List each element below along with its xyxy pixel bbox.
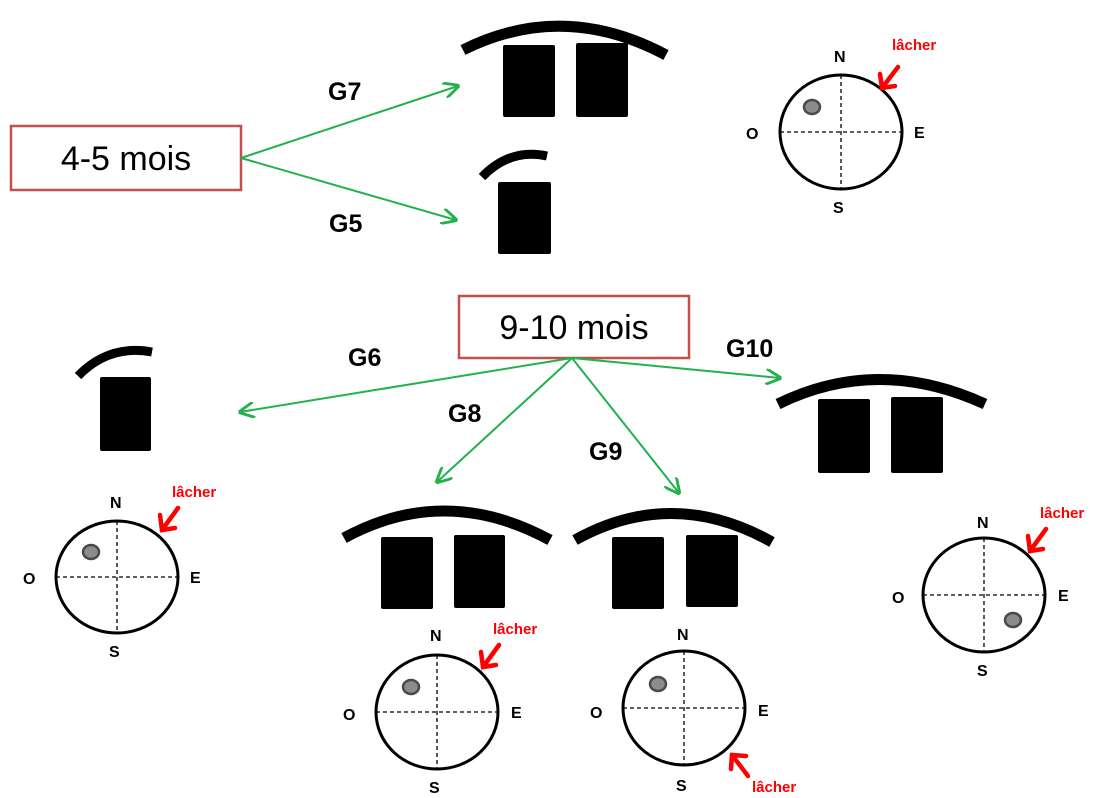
double-block-icon <box>341 505 553 609</box>
compass-icon: N E S O lâcher <box>23 484 216 661</box>
compass-east-label: E <box>190 570 201 587</box>
group-label-g9: G9 <box>589 438 622 466</box>
arrow-to-g6 <box>240 357 573 412</box>
arrow-to-g7 <box>240 86 458 159</box>
red-arrow-icon <box>728 752 751 779</box>
red-arrow-icon <box>877 64 901 91</box>
compass-north-label: N <box>834 49 846 66</box>
compass-south-label: S <box>676 778 687 795</box>
group-label-g6: G6 <box>348 344 381 372</box>
compass-east-label: E <box>1058 588 1069 605</box>
compass-icon: N E S O lâcher <box>590 627 796 796</box>
compass-south-label: S <box>833 200 844 217</box>
compass-east-label: E <box>758 703 769 720</box>
compass-east-label: E <box>511 705 522 722</box>
single-block-icon <box>478 149 551 254</box>
ball-icon <box>648 675 668 693</box>
arrows <box>240 86 780 493</box>
compass-icon: N E S O lâcher <box>343 621 537 797</box>
arrow-to-g8 <box>437 357 573 482</box>
arrow-to-g5 <box>240 157 456 220</box>
group-label-g5: G5 <box>329 210 362 238</box>
red-arrow-icon <box>157 505 181 533</box>
age-box-4-5: 4-5 mois <box>9 124 243 192</box>
double-block-icon <box>460 20 669 117</box>
compass-west-label: O <box>892 590 904 607</box>
compass-west-label: O <box>590 705 602 722</box>
compass-south-label: S <box>977 663 988 680</box>
group-label-g8: G8 <box>448 400 481 428</box>
compass-south-label: S <box>109 644 120 661</box>
compass-west-label: O <box>23 571 35 588</box>
ball-icon <box>802 98 822 116</box>
compass-west-label: O <box>343 707 355 724</box>
ball-icon <box>1003 611 1023 629</box>
ball-icon <box>401 678 421 696</box>
ball-icon <box>81 543 101 561</box>
compass-west-label: O <box>746 126 758 143</box>
compass-north-label: N <box>430 628 442 645</box>
release-label: lâcher <box>752 779 796 796</box>
arrow-to-g10 <box>571 357 780 378</box>
compass-icon: N E S O lâcher <box>746 37 936 217</box>
release-label: lâcher <box>172 484 216 501</box>
compass-icon: N E S O lâcher <box>892 505 1084 680</box>
age-box-4-5-label: 4-5 mois <box>61 140 191 178</box>
release-label: lâcher <box>1040 505 1084 522</box>
age-box-9-10: 9-10 mois <box>457 294 691 360</box>
group-label-g7: G7 <box>328 78 361 106</box>
compass-north-label: N <box>677 627 689 644</box>
age-box-9-10-label: 9-10 mois <box>499 309 648 347</box>
single-block-icon <box>74 345 153 451</box>
compass-south-label: S <box>429 780 440 797</box>
double-block-icon <box>775 374 988 473</box>
red-arrow-icon <box>478 642 502 670</box>
group-label-g10: G10 <box>726 335 773 363</box>
release-label: lâcher <box>892 37 936 54</box>
compass-east-label: E <box>914 125 925 142</box>
compass-north-label: N <box>110 495 122 512</box>
red-arrow-icon <box>1025 526 1049 554</box>
arrow-to-g9 <box>571 357 679 493</box>
release-label: lâcher <box>493 621 537 638</box>
double-block-icon <box>572 508 775 609</box>
compass-north-label: N <box>977 515 989 532</box>
